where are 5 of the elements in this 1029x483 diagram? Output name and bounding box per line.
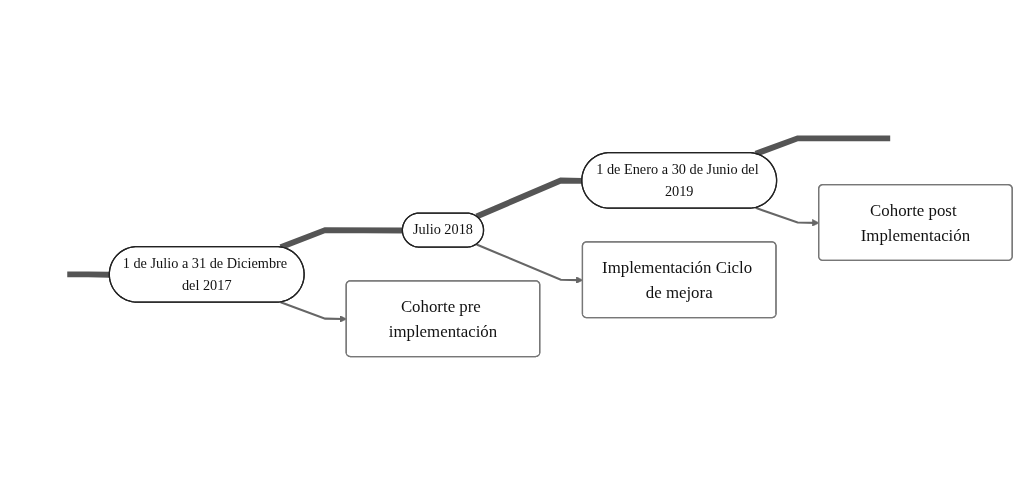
connector (279, 227, 403, 251)
connector (67, 271, 110, 279)
arrow (280, 301, 347, 323)
connector (754, 135, 891, 157)
connector (475, 177, 583, 220)
